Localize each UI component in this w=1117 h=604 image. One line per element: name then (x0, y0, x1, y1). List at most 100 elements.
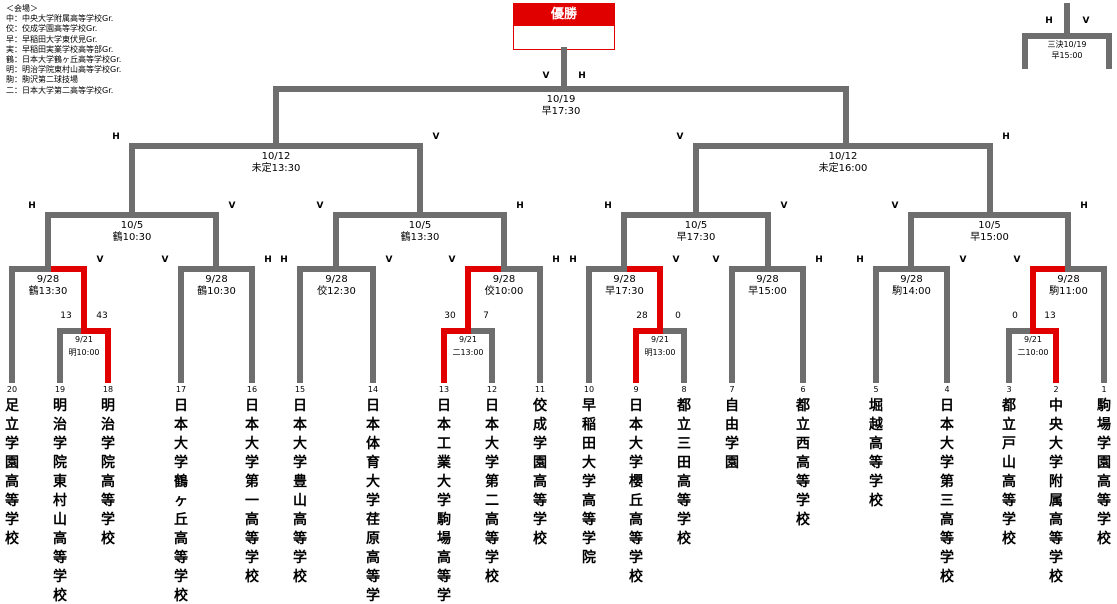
team-name-char: 学 (53, 568, 67, 585)
team-name-char: 佼 (532, 397, 548, 414)
r1-2-date: 9/28 (205, 274, 227, 285)
prelim-score-left: 0 (1012, 311, 1018, 321)
team-name-char: 校 (53, 587, 68, 604)
side-label: H (1080, 201, 1088, 211)
team-name-char: 山 (1002, 455, 1016, 471)
team-name-char: 高 (869, 435, 883, 452)
team-number: 12 (487, 385, 497, 394)
team-name-char: 大 (582, 454, 596, 471)
prelim-score-left: 28 (636, 311, 648, 321)
team-name-char: 学 (1049, 549, 1063, 566)
team-name-char: 日 (293, 398, 307, 414)
team-number: 8 (681, 385, 686, 394)
team-name-char: 高 (796, 454, 810, 471)
team-name-char: 等 (53, 549, 67, 566)
side-label: V (162, 255, 169, 265)
team-name-char: 学 (5, 435, 19, 452)
venue-item: 実：早稲田実業学校高等部Gr. (6, 44, 114, 54)
team-number: 7 (729, 385, 734, 394)
team-number: 10 (584, 385, 594, 394)
side-label: H (112, 132, 120, 142)
team-name-char: 等 (677, 492, 691, 509)
team-name-char: 工 (437, 436, 451, 452)
team-number: 20 (7, 385, 17, 394)
team-name-char: 戸 (1002, 436, 1016, 452)
team-name-char: 立 (1002, 416, 1016, 433)
team-name-char: 学 (293, 454, 307, 471)
team-number: 5 (873, 385, 878, 394)
team-number: 4 (944, 385, 949, 394)
team-number: 14 (368, 385, 378, 394)
team-name-char: 学 (582, 530, 596, 547)
team-name-char: 山 (293, 493, 307, 509)
team-name-char: 大 (245, 435, 259, 452)
team-name-char: 校 (533, 530, 548, 547)
team-name-char: 第 (485, 473, 499, 490)
team-name-char: 校 (940, 568, 955, 585)
team-name-char: 稲 (582, 416, 596, 433)
team-name-char: 園 (533, 455, 547, 471)
team-name-char: 大 (1049, 435, 1063, 452)
r1-3-date: 9/28 (325, 274, 347, 285)
team-name-char: 学 (5, 511, 19, 528)
team-number: 19 (55, 385, 65, 394)
team-name-char: 等 (437, 568, 451, 585)
team-name-char: 治 (101, 416, 115, 433)
team-name-char: 院 (582, 549, 596, 566)
team-name-char: 体 (366, 435, 381, 452)
team-number: 18 (103, 385, 113, 394)
team-name-char: 等 (869, 454, 883, 471)
team-name-char: 高 (1049, 511, 1063, 528)
team-name-char: 校 (5, 530, 20, 547)
venue-item: 早：早稲田大学東伏見Gr. (6, 34, 98, 44)
team-name-char: 高 (437, 549, 451, 566)
qf-3-time: 早17:30 (677, 231, 716, 243)
team-name-char: 日 (629, 398, 643, 414)
r1-4-time: 佼10:00 (485, 284, 524, 297)
team-number: 2 (1053, 385, 1058, 394)
qf-3-date: 10/5 (685, 220, 707, 231)
venue-item: 二：日本大学第二高等学校Gr. (6, 85, 114, 95)
team-name-char: 等 (293, 530, 307, 547)
side-label: H (569, 255, 577, 265)
team-name-char: 附 (1049, 473, 1063, 490)
team-name-char: 学 (245, 454, 259, 471)
team-name-char: 豊 (293, 473, 307, 490)
third-place-date: 三決10/19 (1047, 39, 1086, 49)
r1-6-date: 9/28 (756, 274, 778, 285)
prelim-score-right: 43 (96, 311, 107, 321)
sf-2-date: 10/12 (829, 151, 858, 162)
team-name-char: 学 (629, 549, 643, 566)
r1-8-time: 駒11:00 (1049, 285, 1088, 297)
qf-4-time: 早15:00 (970, 231, 1009, 243)
team-name-char: 高 (366, 549, 380, 566)
champion-label: 優勝 (514, 4, 614, 26)
side-label: V (386, 255, 393, 265)
venue-legend: ＜会場＞ 中：中央大学附属高等学校Gr. 佼：佼成学園高等学校Gr. 早：早稲田… (6, 4, 121, 96)
r1-5-time: 早17:30 (605, 285, 644, 297)
team-name-char: 高 (533, 473, 547, 490)
prelim-date: 9/21 (1024, 335, 1042, 344)
prelim-time: 明10:00 (68, 348, 99, 357)
prelim-time: 二10:00 (1017, 348, 1048, 357)
third-place-time: 早15:00 (1051, 51, 1082, 60)
team-name-char: 学 (53, 435, 67, 452)
prelim-score-right: 7 (483, 311, 489, 321)
third-place-side: V (1083, 16, 1090, 26)
sf-2-time: 未定16:00 (819, 161, 868, 174)
team-name-char: 日 (437, 398, 451, 414)
team-name-char: 高 (677, 473, 691, 490)
venue-item: 鶴：日本大学鶴ヶ丘高等学校Gr. (6, 55, 122, 65)
r1-1-date: 9/28 (37, 274, 59, 285)
final-time: 早17:30 (542, 105, 581, 117)
team-name-char: 校 (245, 568, 260, 585)
team-name-char: 立 (5, 416, 19, 433)
r1-7-time: 駒14:00 (892, 285, 931, 297)
